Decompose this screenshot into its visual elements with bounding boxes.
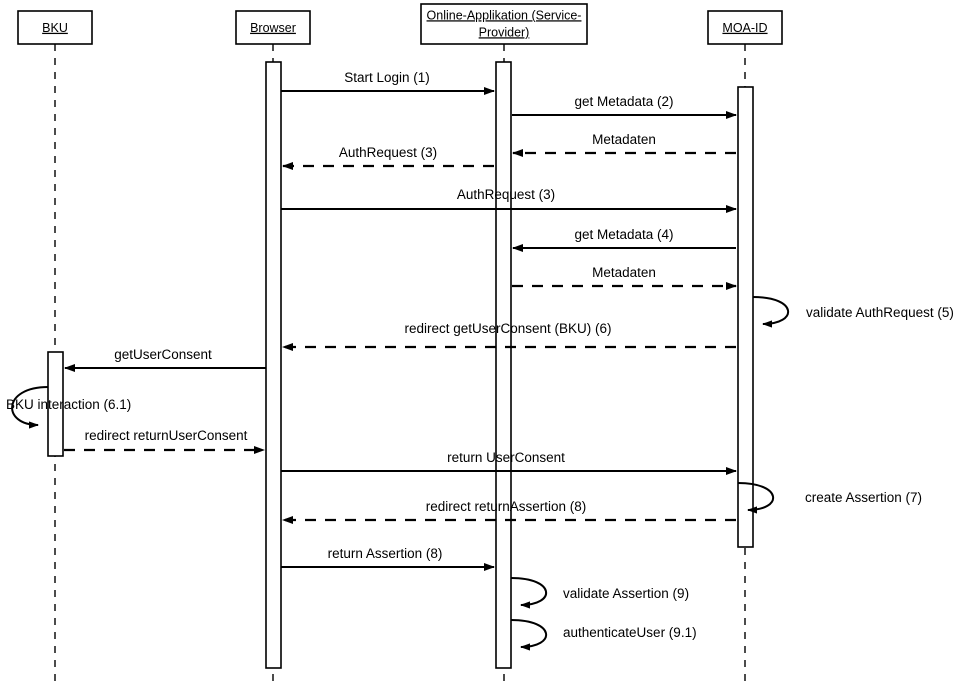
self-message-s3[interactable]: create Assertion (7): [737, 482, 922, 514]
message-label-m11: return UserConsent: [447, 450, 565, 465]
lifeline-header-browser[interactable]: [235, 10, 311, 45]
message-label-m2: get Metadata (2): [574, 94, 673, 109]
self-message-label-s4: validate Assertion (9): [563, 586, 689, 601]
activation-bar-moaid: [737, 86, 754, 548]
activation-bar-oa: [495, 61, 512, 669]
message-m13[interactable]: return Assertion (8): [281, 546, 495, 571]
self-message-arc-s5: [510, 619, 548, 651]
lifeline-label-moaid: MOA-ID: [722, 21, 767, 35]
lifeline-label-oa-cont: Provider): [479, 25, 530, 39]
activation-bar-browser: [265, 61, 282, 669]
message-label-m10: redirect returnUserConsent: [85, 428, 248, 443]
message-label-m8: redirect getUserConsent (BKU) (6): [404, 321, 611, 336]
message-label-m4: AuthRequest (3): [339, 145, 437, 160]
lifeline-label-oa: Online-Applikation (Service-: [427, 8, 582, 22]
self-message-s2[interactable]: BKU interaction (6.1): [6, 386, 131, 429]
activation-bar-bku: [47, 351, 64, 457]
message-label-m9: getUserConsent: [114, 347, 212, 362]
self-message-s1[interactable]: validate AuthRequest (5): [752, 296, 954, 328]
message-label-m7: Metadaten: [592, 265, 656, 280]
lifeline-header-oa[interactable]: [420, 3, 588, 45]
message-m4[interactable]: AuthRequest (3): [282, 145, 494, 170]
lifeline-bku: BKU: [17, 10, 93, 687]
message-m1[interactable]: Start Login (1): [281, 70, 495, 95]
message-m7[interactable]: Metadaten: [512, 265, 737, 290]
messages-layer: Start Login (1) get Metadata (2) Metadaten…: [64, 70, 737, 571]
self-message-label-s5: authenticateUser (9.1): [563, 625, 697, 640]
lifeline-header-bku[interactable]: [17, 10, 93, 45]
self-message-arc-s3: [737, 482, 775, 514]
self-message-arc-s1: [752, 296, 790, 328]
message-label-m5: AuthRequest (3): [457, 187, 555, 202]
message-label-m6: get Metadata (4): [574, 227, 673, 242]
self-messages-layer: validate AuthRequest (5) BKU interaction …: [6, 296, 954, 651]
lifeline-moaid: MOA-ID: [707, 10, 783, 687]
message-m12[interactable]: redirect returnAssertion (8): [282, 499, 736, 524]
message-m2[interactable]: get Metadata (2): [512, 94, 737, 119]
message-m10[interactable]: redirect returnUserConsent: [64, 428, 265, 454]
self-message-arc-s4: [510, 577, 548, 609]
self-message-label-s1: validate AuthRequest (5): [806, 305, 954, 320]
message-m9[interactable]: getUserConsent: [64, 347, 266, 372]
message-label-m13: return Assertion (8): [328, 546, 443, 561]
self-message-s5[interactable]: authenticateUser (9.1): [510, 619, 697, 651]
self-message-arc-s2: [11, 386, 49, 429]
message-label-m1: Start Login (1): [344, 70, 430, 85]
message-m11[interactable]: return UserConsent: [281, 450, 737, 475]
message-m3[interactable]: Metadaten: [512, 132, 736, 157]
self-message-s4[interactable]: validate Assertion (9): [510, 577, 689, 609]
lifeline-header-moaid[interactable]: [707, 10, 783, 45]
message-label-m3: Metadaten: [592, 132, 656, 147]
message-label-m12: redirect returnAssertion (8): [426, 499, 587, 514]
lifeline-label-browser: Browser: [250, 21, 296, 35]
message-m6[interactable]: get Metadata (4): [512, 227, 736, 252]
self-message-label-s3: create Assertion (7): [805, 490, 922, 505]
message-m5[interactable]: AuthRequest (3): [281, 187, 737, 213]
activations-layer: [47, 61, 754, 669]
lifeline-label-bku: BKU: [42, 21, 68, 35]
self-message-label-s2: BKU interaction (6.1): [6, 397, 131, 412]
message-m8[interactable]: redirect getUserConsent (BKU) (6): [282, 321, 736, 351]
